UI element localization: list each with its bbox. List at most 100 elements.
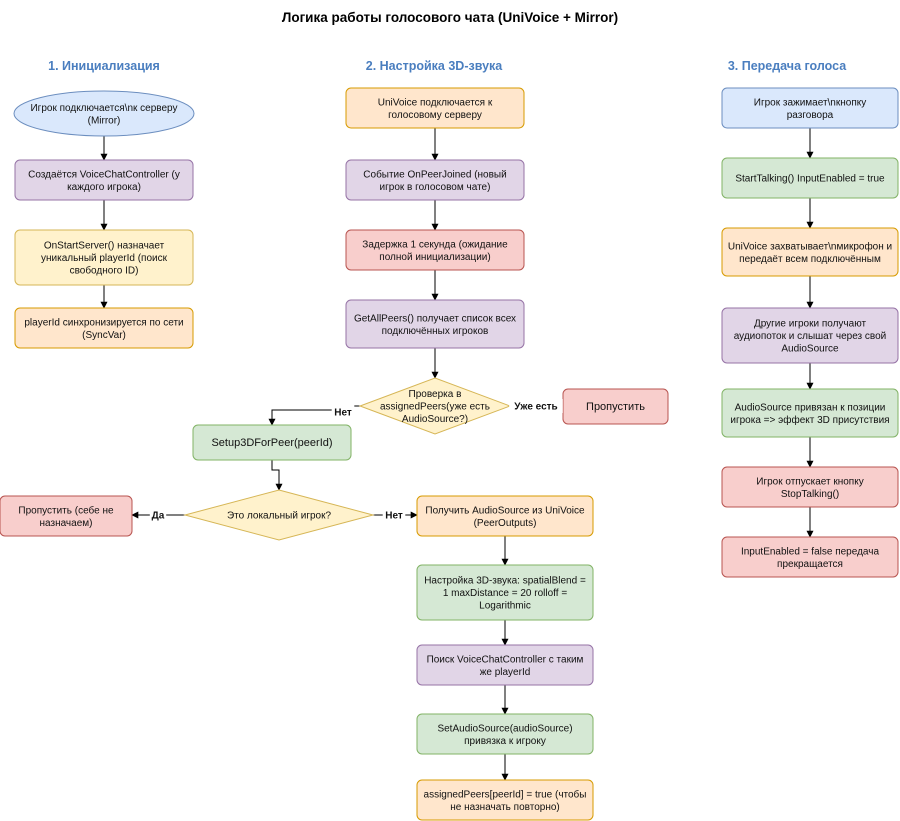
node-text-line: OnStartServer() назначает xyxy=(44,241,165,252)
node-text-line: InputEnabled = false передача xyxy=(741,546,880,557)
node-shape xyxy=(721,536,899,578)
node-text-line: UniVoice подключается к xyxy=(378,97,493,108)
node-shape xyxy=(416,779,594,821)
node-text-line: игрок в голосовом чате) xyxy=(380,182,491,193)
node-skip1: Пропустить xyxy=(562,388,669,425)
node-text-line: AudioSource xyxy=(781,344,839,355)
node-text-line: привязка к игроку xyxy=(464,736,546,747)
node-text-line: Создаётся VoiceChatController (у xyxy=(28,169,180,180)
node-text-line: подключённых игроков xyxy=(382,326,489,337)
node-text-line: уникальный playerId (поиск xyxy=(41,253,168,264)
node-shape xyxy=(562,388,669,425)
node-shape xyxy=(416,713,594,755)
node-text-line: же playerId xyxy=(480,667,531,678)
edge-label-background xyxy=(331,405,355,419)
node-text-line: AudioSource привязан к позиции xyxy=(735,402,886,413)
node-setup: Setup3DForPeer(peerId) xyxy=(192,424,352,461)
node-shape xyxy=(721,227,899,277)
node-shape xyxy=(14,307,194,349)
node-text-line: голосовому серверу xyxy=(388,110,482,121)
node-m6: Настройка 3D-звука: spatialBlend =1 maxD… xyxy=(416,564,594,621)
node-n4: playerId синхронизируется по сети (SyncVa… xyxy=(14,307,194,349)
column-headers: 1. Инициализация 2. Настройка 3D-звука 3. … xyxy=(48,59,847,73)
node-shape xyxy=(721,307,899,364)
node-shape xyxy=(721,87,899,129)
node-m5: Получить AudioSource из UniVoice(PeerOut… xyxy=(416,495,594,537)
node-n1: Игрок подключается\nк серверу(Mirror) xyxy=(13,90,195,137)
node-r3: UniVoice захватывает\nмикрофон и передаёт… xyxy=(721,227,899,277)
edge-label-background xyxy=(149,508,167,522)
node-shape xyxy=(721,466,899,508)
node-text-line: Игрок отпускает кнопку xyxy=(756,476,863,487)
node-text-line: playerId синхронизируется по сети xyxy=(24,317,183,328)
node-m2: Событие OnPeerJoined (новый игрок в голос… xyxy=(345,159,525,201)
node-d2: Это локальный игрок? xyxy=(183,489,375,541)
node-text-line: SetAudioSource(audioSource) xyxy=(437,723,572,734)
edge-label-d2-to-m5: Нет xyxy=(382,508,406,522)
diagram-title: Логика работы голосового чата (UniVoice … xyxy=(282,10,618,25)
column-header-2: 2. Настройка 3D-звука xyxy=(366,59,504,73)
edge-label-text: Нет xyxy=(385,511,403,522)
node-text-line: (PeerOutputs) xyxy=(474,518,537,529)
node-shape xyxy=(0,495,133,537)
node-m1: UniVoice подключается к голосовому сервер… xyxy=(345,87,525,129)
node-shape xyxy=(14,159,194,201)
edge-label-d2-to-skip2: Да xyxy=(149,508,167,522)
node-text-line: каждого игрока) xyxy=(67,182,141,193)
column-header-3: 3. Передача голоса xyxy=(728,59,847,73)
node-m4: GetAllPeers() получает список всехподклю… xyxy=(345,299,525,349)
node-shape xyxy=(416,644,594,686)
node-shape xyxy=(192,424,352,461)
node-text-line: прекращается xyxy=(777,559,843,570)
node-n2: Создаётся VoiceChatController (у каждого … xyxy=(14,159,194,201)
edge-label-background xyxy=(382,508,406,522)
node-shape xyxy=(416,564,594,621)
edge-label-d1-to-setup: Нет xyxy=(331,405,355,419)
edge-label-text: Да xyxy=(152,511,165,522)
node-m8: SetAudioSource(audioSource) привязка к иг… xyxy=(416,713,594,755)
node-text-line: разговора xyxy=(787,110,834,121)
node-text-line: игрока => эффект 3D присутствия xyxy=(730,414,889,426)
edge-label-text: Нет xyxy=(334,408,352,419)
node-text-line: Поиск VoiceChatController с таким xyxy=(427,654,584,665)
node-shape xyxy=(345,299,525,349)
edge-setup-to-d2 xyxy=(271,460,283,491)
node-text-line: Это локальный игрок? xyxy=(227,511,332,522)
node-text-line: Другие игроки получают xyxy=(754,319,867,330)
node-shape xyxy=(345,229,525,271)
node-text-line: StopTalking() xyxy=(781,489,839,500)
node-text-line: Игрок подключается\nк серверу xyxy=(30,103,177,114)
node-shape xyxy=(183,489,375,541)
node-text-line: StartTalking() InputEnabled = true xyxy=(735,174,885,185)
node-r2: StartTalking() InputEnabled = true xyxy=(721,157,899,199)
node-shape xyxy=(345,87,525,129)
node-text-line: UniVoice захватывает\nмикрофон и xyxy=(728,240,892,252)
node-text-line: Настройка 3D-звука: spatialBlend = xyxy=(424,576,586,587)
node-text-line: Проверка в xyxy=(409,389,462,400)
node-text-line: (SyncVar) xyxy=(82,330,126,341)
node-text-line: Игрок зажимает\nкнопку xyxy=(754,97,866,108)
node-text-line: Пропустить xyxy=(586,401,645,413)
node-shape xyxy=(358,377,512,435)
node-text-line: передаёт всем подключённым xyxy=(739,254,881,265)
node-shape xyxy=(416,495,594,537)
node-text-line: Событие OnPeerJoined (новый xyxy=(363,168,506,180)
edge-label-background xyxy=(509,399,563,413)
node-shape xyxy=(13,90,195,137)
node-text-line: аудиопоток и слышат через свой xyxy=(734,331,887,342)
node-text-line: (Mirror) xyxy=(88,115,121,126)
node-text-line: не назначать повторно) xyxy=(450,802,559,813)
node-text-line: 1 maxDistance = 20 rolloff = xyxy=(443,588,567,599)
node-r7: InputEnabled = false передача прекращаетс… xyxy=(721,536,899,578)
column-header-1: 1. Инициализация xyxy=(48,59,160,73)
node-text-line: полной инициализации) xyxy=(379,252,490,263)
node-text-line: назначаем) xyxy=(40,518,93,529)
